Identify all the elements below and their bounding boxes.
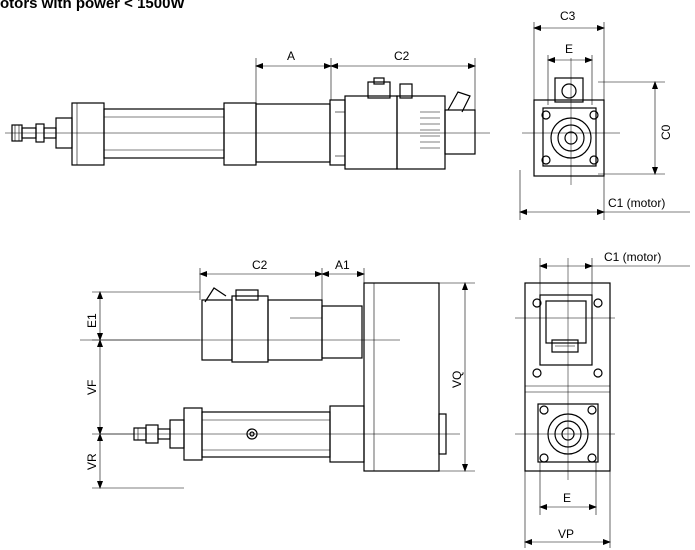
label-c1-motor-bottom: C1 (motor) — [604, 250, 661, 264]
drawing-title: otors with power < 1500W — [0, 0, 185, 12]
label-c2-bottom: C2 — [252, 258, 268, 272]
end-view-parallel — [515, 258, 690, 548]
label-e-bottom: E — [563, 491, 571, 505]
label-e1: E1 — [85, 313, 99, 328]
label-c2-top: C2 — [394, 49, 410, 63]
label-a1: A1 — [335, 258, 350, 272]
dim-a-c2-top — [255, 58, 476, 110]
side-view-inline — [5, 77, 490, 170]
label-a: A — [287, 49, 295, 63]
label-vq: VQ — [450, 371, 464, 388]
label-c3: C3 — [560, 9, 576, 23]
side-view-parallel — [80, 268, 475, 489]
label-vf: VF — [85, 380, 99, 395]
label-e-top: E — [565, 42, 573, 56]
end-view-inline — [519, 22, 690, 220]
label-c0: C0 — [659, 124, 673, 140]
label-vr: VR — [85, 453, 99, 470]
label-vp: VP — [558, 527, 574, 541]
label-c1-motor-top: C1 (motor) — [608, 196, 665, 210]
